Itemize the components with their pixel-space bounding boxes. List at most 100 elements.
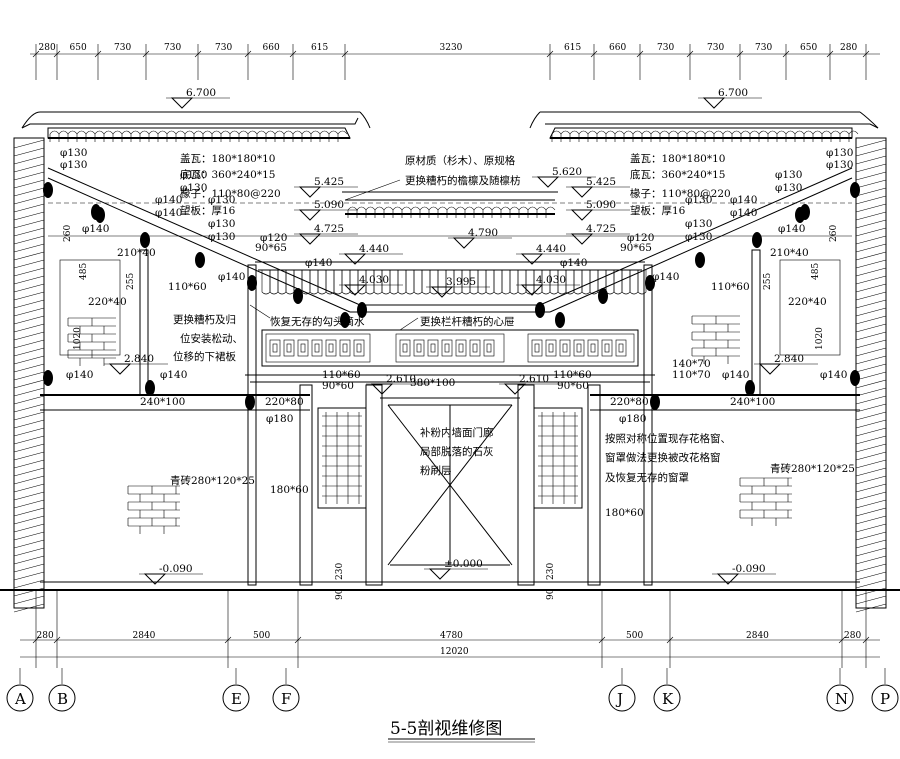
- top-dim-9: 660: [609, 43, 626, 53]
- note-left-purlin-0: 更换糟朽及归: [173, 313, 236, 326]
- label-d130-3: φ130: [180, 169, 207, 181]
- label-180x60-left: 180*60: [270, 484, 309, 496]
- note-center-top-1: 更换糟朽的檐檩及随檩枋: [405, 174, 521, 187]
- top-dim-2: 730: [114, 43, 131, 53]
- label-210x40-right: 210*40: [770, 247, 809, 259]
- bottom-dim-2: 500: [253, 631, 270, 641]
- spec-left-3: 望板：厚16: [180, 204, 236, 217]
- total-dimension: 12020: [440, 647, 469, 657]
- label-d140-r3: φ140: [778, 223, 805, 235]
- label-d140-4: φ140: [305, 257, 332, 269]
- elev-left_4030: 4.030: [359, 274, 389, 286]
- label-d130-r1: φ130: [826, 147, 853, 159]
- label-110x60-left: 110*60: [168, 281, 207, 293]
- elev-ground_left: -0.090: [159, 563, 193, 575]
- label-d130-6: φ130: [208, 218, 235, 230]
- note-lattice-1: 窗罩做法更换被改花格窗: [605, 451, 721, 464]
- label-d140-7: φ140: [160, 369, 187, 381]
- label-d140-r2: φ140: [730, 207, 757, 219]
- top-dim-0: 280: [39, 43, 56, 53]
- elev-right_2840: 2.840: [774, 353, 804, 365]
- note-plaster-2: 粉刷层: [420, 464, 452, 477]
- note-plaster-0: 补粉内墙面门廊: [420, 426, 494, 439]
- elev-floor: ±0.000: [444, 558, 483, 570]
- label-d140-2: φ140: [155, 207, 182, 219]
- label-240x100-left: 240*100: [140, 396, 185, 408]
- elev-left_5425: 5.425: [314, 176, 344, 188]
- label-d140-r4: φ140: [560, 257, 587, 269]
- axis-A-bubble: [6, 684, 34, 712]
- axis-F-bubble: [272, 684, 300, 712]
- axis-P-bubble: [871, 684, 899, 712]
- elev-center_ridge: 5.620: [552, 166, 582, 178]
- elev-right_4725: 4.725: [586, 223, 616, 235]
- note-left-purlin-2: 位移的下裙板: [173, 350, 236, 363]
- label-220x80-left: 220*80: [265, 396, 304, 408]
- label-255-right: 255: [763, 273, 773, 290]
- top-dim-4: 730: [215, 43, 232, 53]
- top-dim-7: 3230: [440, 43, 463, 53]
- axis-J-label: J: [615, 690, 623, 708]
- label-d130-r5: φ130: [685, 194, 712, 206]
- label-220x80-right: 220*80: [610, 396, 649, 408]
- spec-right-0: 盖瓦：180*180*10: [630, 152, 725, 165]
- label-180x60-right: 180*60: [605, 507, 644, 519]
- label-d130-r6: φ130: [685, 218, 712, 230]
- bottom-dim-3: 4780: [440, 631, 463, 641]
- note-center-top-0: 原材质（杉木）、原规格: [405, 154, 516, 167]
- bottom-dim-0: 280: [37, 631, 54, 641]
- label-d140-1: φ140: [155, 194, 182, 206]
- label-210x40-left: 210*40: [117, 247, 156, 259]
- axis-N-label: N: [835, 690, 848, 708]
- elev-ridge_left: 6.700: [186, 87, 216, 99]
- top-dim-8: 615: [564, 43, 581, 53]
- label-d120-left: φ120: [260, 232, 287, 244]
- label-d130-7: φ130: [208, 231, 235, 243]
- axis-P-label: P: [880, 690, 890, 708]
- bottom-dim-5: 2840: [746, 631, 769, 641]
- bottom-dim-1: 2840: [133, 631, 156, 641]
- label-90-left: 90: [335, 588, 345, 600]
- top-dim-14: 280: [840, 43, 857, 53]
- label-90x65-right: 90*65: [620, 242, 652, 254]
- elev-left_2840: 2.840: [124, 353, 154, 365]
- label-110x60-c2: 110*60: [553, 369, 592, 381]
- bottom-dim-4: 500: [626, 631, 643, 641]
- label-1020-right: 1020: [815, 327, 825, 350]
- label-220x40-right: 220*40: [788, 296, 827, 308]
- label-d130-2: φ130: [60, 159, 87, 171]
- label-d130-1: φ130: [60, 147, 87, 159]
- axis-E-label: E: [231, 690, 242, 708]
- top-dim-3: 730: [164, 43, 181, 53]
- top-dim-11: 730: [707, 43, 724, 53]
- label-d140-r1: φ140: [730, 194, 757, 206]
- label-140x70: 140*70: [672, 358, 711, 370]
- elev-right_2610: 2.610: [519, 373, 549, 385]
- label-90x60-left: 90*60: [322, 380, 354, 392]
- spec-left-0: 盖瓦：180*180*10: [180, 152, 275, 165]
- axis-N-bubble: [826, 684, 854, 712]
- elev-center_4790: 4.790: [468, 227, 498, 239]
- elev-right_4030: 4.030: [536, 274, 566, 286]
- note-left-purlin-1: 位安装松动、: [180, 332, 243, 345]
- elev-left_5090: 5.090: [314, 199, 344, 211]
- label-260-left: 260: [63, 225, 73, 242]
- elev-left_4440: 4.440: [359, 243, 389, 255]
- label-d130-r7: φ130: [685, 231, 712, 243]
- note-brick-left: 青砖280*120*25: [170, 474, 255, 487]
- note-plaster-1: 局部脱落的石灰: [420, 445, 494, 458]
- spec-right-2: 椽子：110*80@220: [630, 187, 731, 200]
- spec-left-2: 椽子：110*80@220: [180, 187, 281, 200]
- axis-F-label: F: [281, 690, 291, 708]
- top-dim-13: 650: [800, 43, 817, 53]
- top-dim-5: 660: [263, 43, 280, 53]
- label-485-right: 485: [811, 263, 821, 280]
- right-roof: [529, 111, 887, 613]
- label-d130-r3: φ130: [775, 169, 802, 181]
- label-d140-r5: φ140: [652, 271, 679, 283]
- center-roof: [255, 191, 647, 295]
- label-485-left: 485: [79, 263, 89, 280]
- spec-right: 盖瓦：180*180*10 底瓦：360*240*15 椽子：110*80@22…: [630, 152, 731, 217]
